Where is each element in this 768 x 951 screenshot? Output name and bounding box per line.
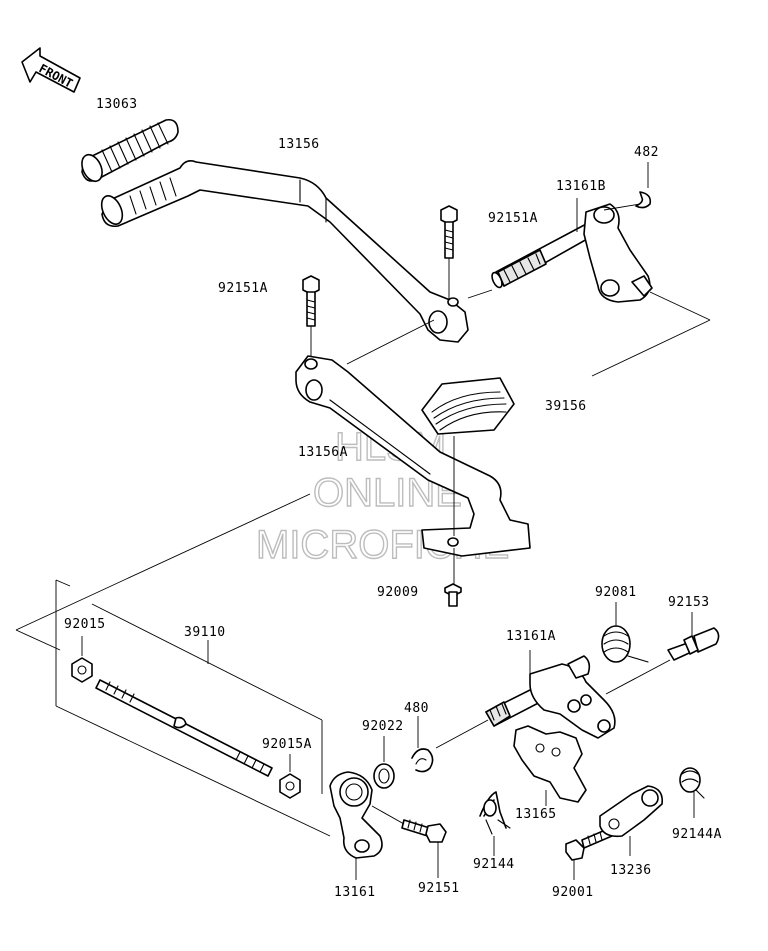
part-13161A-shift-arm [485,650,616,739]
label-92153: 92153 [668,595,710,610]
part-92151-bolt [371,805,447,878]
label-92081: 92081 [595,585,637,600]
part-13161B-shaft [491,198,653,303]
part-92009-bolt [444,548,462,607]
part-92081-spring [601,602,649,663]
label-13156: 13156 [278,137,320,152]
label-92001: 92001 [552,885,594,900]
part-92144-spring [479,791,511,856]
label-13063: 13063 [96,97,138,112]
label-92009: 92009 [377,585,419,600]
leader-shaft-lever [467,289,493,299]
label-92015A: 92015A [262,737,312,752]
part-92151A-bolt-left [302,275,320,360]
label-480: 480 [404,701,429,716]
part-13156A-brake-lever [295,355,531,557]
label-39110: 39110 [184,625,226,640]
label-39156: 39156 [545,399,587,414]
label-92151A-left: 92151A [218,281,268,296]
label-92144: 92144 [473,857,515,872]
leader-13161B-right [649,291,711,321]
label-482: 482 [634,145,659,160]
part-482-clip [635,162,652,209]
leader-upper-shaft [346,319,435,365]
part-92153-pin [605,612,720,695]
part-92144A-spring [679,767,705,818]
lower-bracket-outline [15,493,331,837]
part-39156-pedal-pad [421,377,515,536]
part-39110-tie-rod [95,640,273,777]
label-92144A: 92144A [672,827,722,842]
part-480-circlip [411,716,489,773]
part-92015-nut [71,636,93,683]
label-13156A: 13156A [298,445,348,460]
part-13063-grip [81,118,179,183]
part-92151A-bolt-top [440,205,458,300]
label-13161A: 13161A [506,629,556,644]
part-13161-lower-arm [329,771,383,880]
label-92151: 92151 [418,881,460,896]
front-arrow-icon: FRONT [21,47,81,93]
label-92022: 92022 [362,719,404,734]
part-92022-washer [373,736,395,789]
leader-13161B-down [591,319,711,377]
label-13161B: 13161B [556,179,606,194]
label-92151A-top: 92151A [488,211,538,226]
part-13165-cam-plate [513,725,587,806]
part-92015A-nut [279,754,301,799]
part-92001-bolt [565,827,613,880]
label-92015: 92015 [64,617,106,632]
label-13165: 13165 [515,807,557,822]
part-13156-shift-lever [100,160,469,343]
label-13161: 13161 [334,885,376,900]
label-13236: 13236 [610,863,652,878]
part-13236-lever [599,785,664,856]
